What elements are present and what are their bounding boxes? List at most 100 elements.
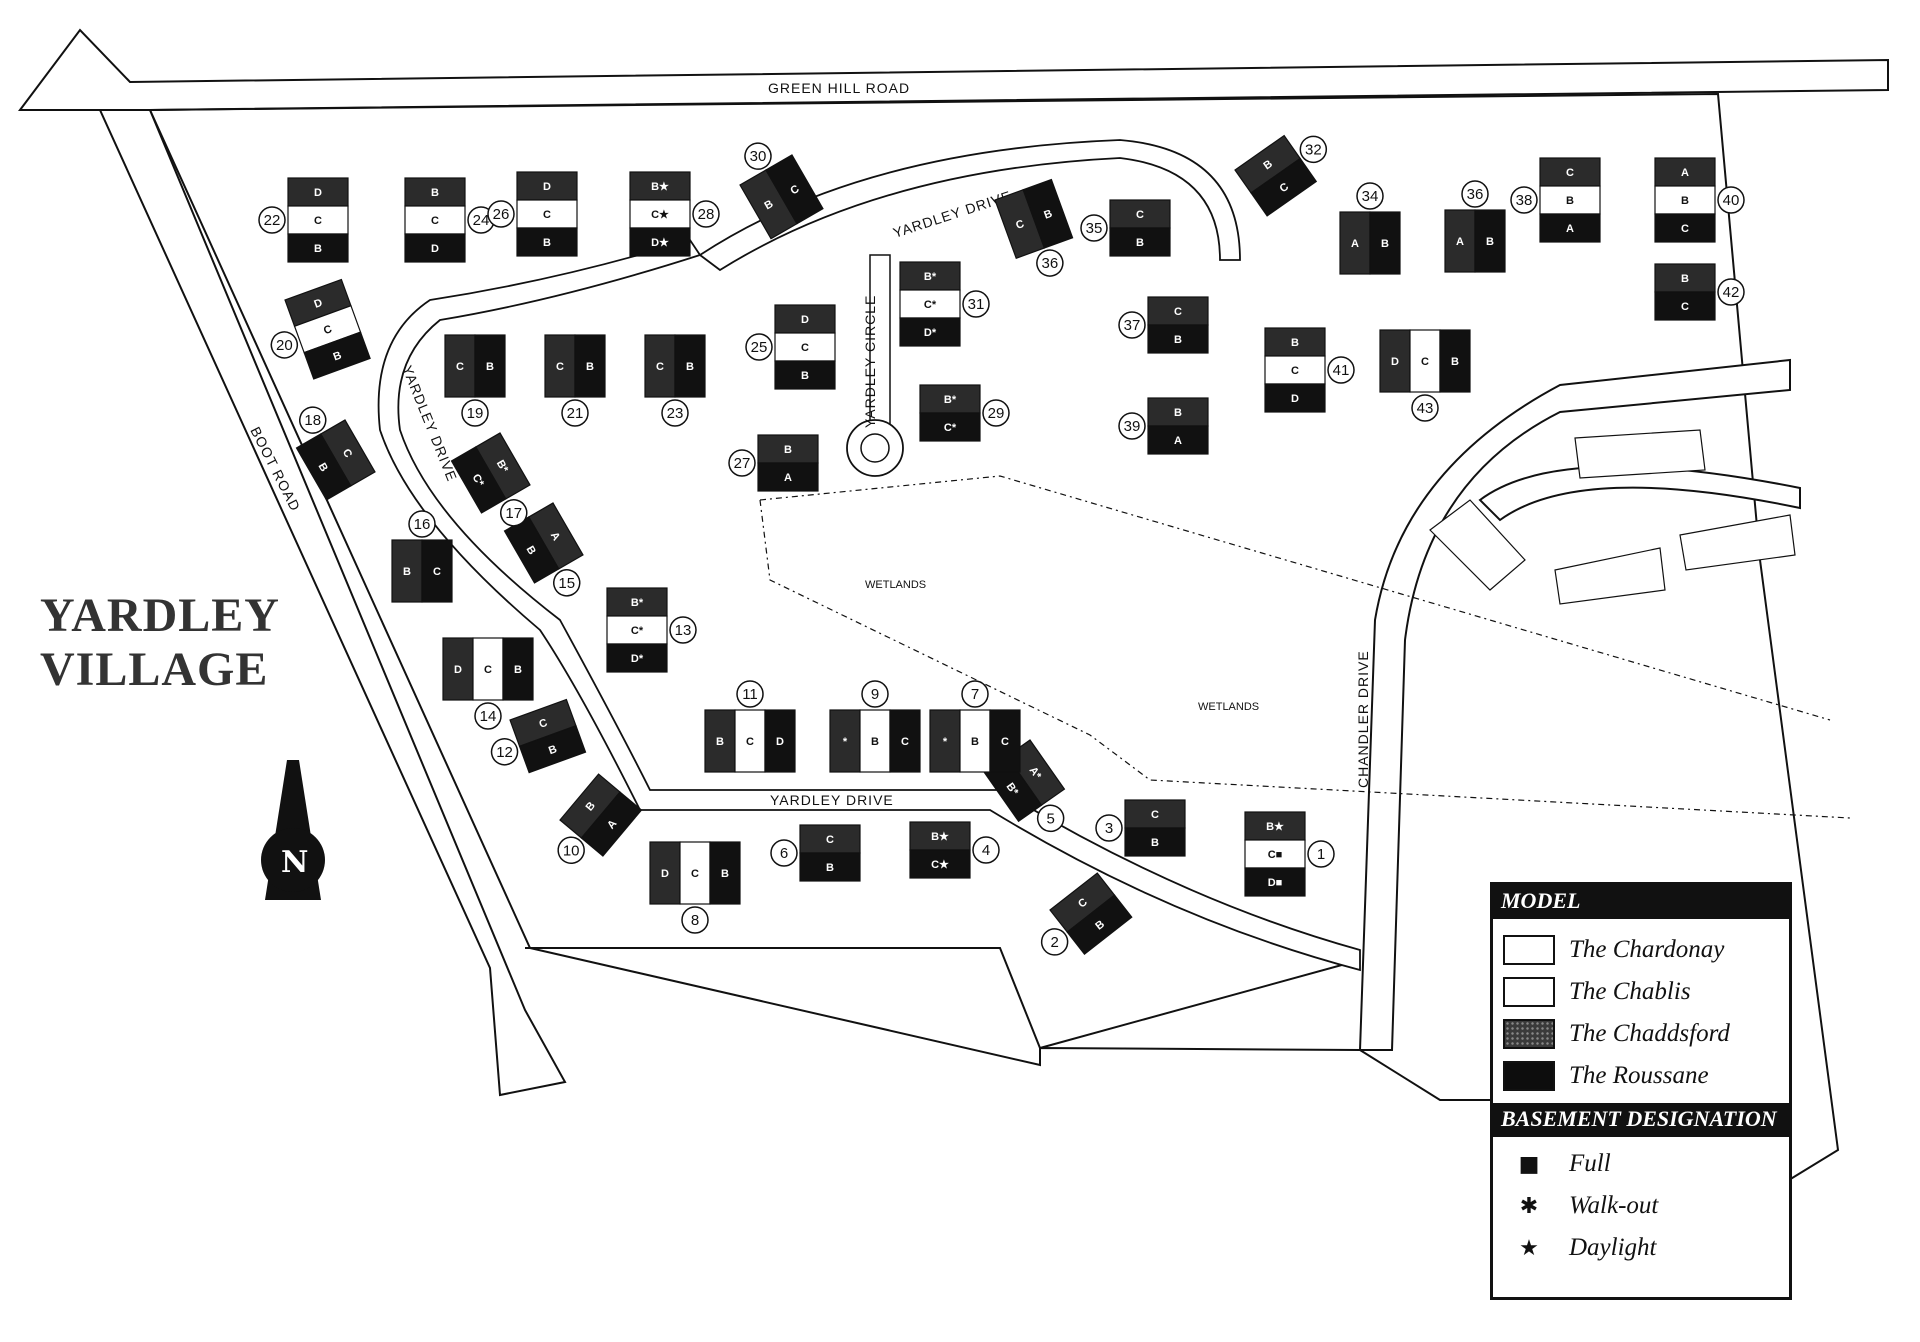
unit-label: B (1151, 837, 1159, 849)
lot-number-badge (1036, 804, 1065, 833)
unit (989, 709, 1021, 773)
unit (1124, 799, 1186, 829)
lot-number-badge (962, 290, 990, 318)
lot-number: 28 (698, 206, 715, 223)
unit (679, 841, 711, 905)
unit (303, 331, 371, 380)
legend-basement-label: Walk-out (1569, 1192, 1659, 1219)
existing-house-3 (1554, 547, 1666, 605)
unit (674, 334, 706, 398)
square-icon: ■ (1518, 1151, 1540, 1177)
unit (1147, 324, 1209, 354)
unit (859, 709, 891, 773)
lot-number-badge (258, 206, 286, 234)
lot-number: 2 (1050, 934, 1058, 951)
lot-number: 38 (1516, 192, 1533, 209)
unit-label: A (1456, 236, 1464, 248)
unit-label: B (1681, 273, 1689, 285)
lot-number: 27 (734, 455, 751, 472)
lot-number-badge (1356, 182, 1384, 210)
wetlands-boundary-north (759, 475, 1831, 721)
unit-label: D (314, 187, 322, 199)
legend-basement-item: ✱Walk-out (1493, 1185, 1789, 1227)
unit-label: B (1174, 334, 1182, 346)
lot-number: 30 (750, 148, 767, 165)
unit-label: C (538, 717, 550, 731)
unit (629, 227, 691, 257)
unit-label: B (314, 243, 322, 255)
unit (1474, 209, 1506, 273)
lot-number-badge (1118, 311, 1146, 339)
north-arrow-icon: N (261, 760, 325, 900)
building-group: CB3 (1095, 799, 1186, 857)
lot-number: 5 (1046, 810, 1054, 827)
unit (919, 384, 981, 414)
lot-number-badge (736, 680, 764, 708)
unit-label: C (1151, 809, 1159, 821)
lot-number-badge (744, 142, 772, 170)
lot-number-badge (1461, 180, 1489, 208)
lot-number: 15 (558, 575, 575, 592)
building-group: B★C★D★28 (629, 171, 720, 257)
lot-number-badge (1118, 412, 1146, 440)
unit (649, 841, 681, 905)
unit-label: B (826, 862, 834, 874)
legend-model-heading: MODEL (1493, 885, 1789, 919)
legend-model-item: The Chablis (1493, 971, 1789, 1013)
legend-model-item: The Roussane (1493, 1055, 1789, 1097)
lot-number-badge (1307, 840, 1335, 868)
unit (1379, 329, 1411, 393)
unit (1124, 827, 1186, 857)
unit-label: D (313, 297, 325, 311)
unit (1022, 178, 1074, 249)
unit-label: B (1042, 208, 1054, 222)
unit (909, 849, 971, 879)
model-swatch (1503, 935, 1555, 965)
legend-basement-label: Full (1569, 1150, 1611, 1177)
unit-label: A (784, 472, 792, 484)
lot-number-badge (745, 333, 773, 361)
unit (629, 171, 691, 201)
map-title-line1: YARDLEY (40, 589, 280, 642)
legend-model-label: The Chardonay (1569, 936, 1725, 963)
unit (1409, 329, 1441, 393)
unit-label: C (543, 209, 551, 221)
building-group: B★C★4 (909, 821, 1000, 879)
unit-label: B (1681, 195, 1689, 207)
green-hill-road-label: GREEN HILL ROAD (768, 80, 910, 96)
unit-label: C (826, 834, 834, 846)
unit (442, 637, 474, 701)
unit (1654, 157, 1716, 187)
unit (1264, 383, 1326, 413)
unit-label: B (332, 349, 344, 363)
unit-label: D (1291, 393, 1299, 405)
unit-label: B (1136, 237, 1144, 249)
lot-number-badge (474, 702, 502, 730)
unit-label: B* (631, 597, 644, 609)
unit-label: B★ (651, 181, 669, 193)
lot-number-badge (1095, 814, 1123, 842)
green-hill-road (18, 28, 1889, 111)
lot-number: 25 (751, 339, 768, 356)
unit (799, 824, 861, 854)
lot-number-badge (1040, 928, 1069, 956)
lot-number-badge (461, 399, 489, 427)
lot-number: 34 (1362, 188, 1379, 205)
unit-label: B (1174, 407, 1182, 419)
unit-label: B (1381, 238, 1389, 250)
legend-basement-item: ★Daylight (1493, 1227, 1789, 1269)
lot-number-badge (1327, 356, 1355, 384)
unit-label: C (746, 736, 754, 748)
unit (295, 433, 352, 501)
unit-label: C★ (651, 209, 669, 221)
unit (474, 334, 506, 398)
chandler-drive-label: CHANDLER DRIVE (1355, 650, 1371, 788)
